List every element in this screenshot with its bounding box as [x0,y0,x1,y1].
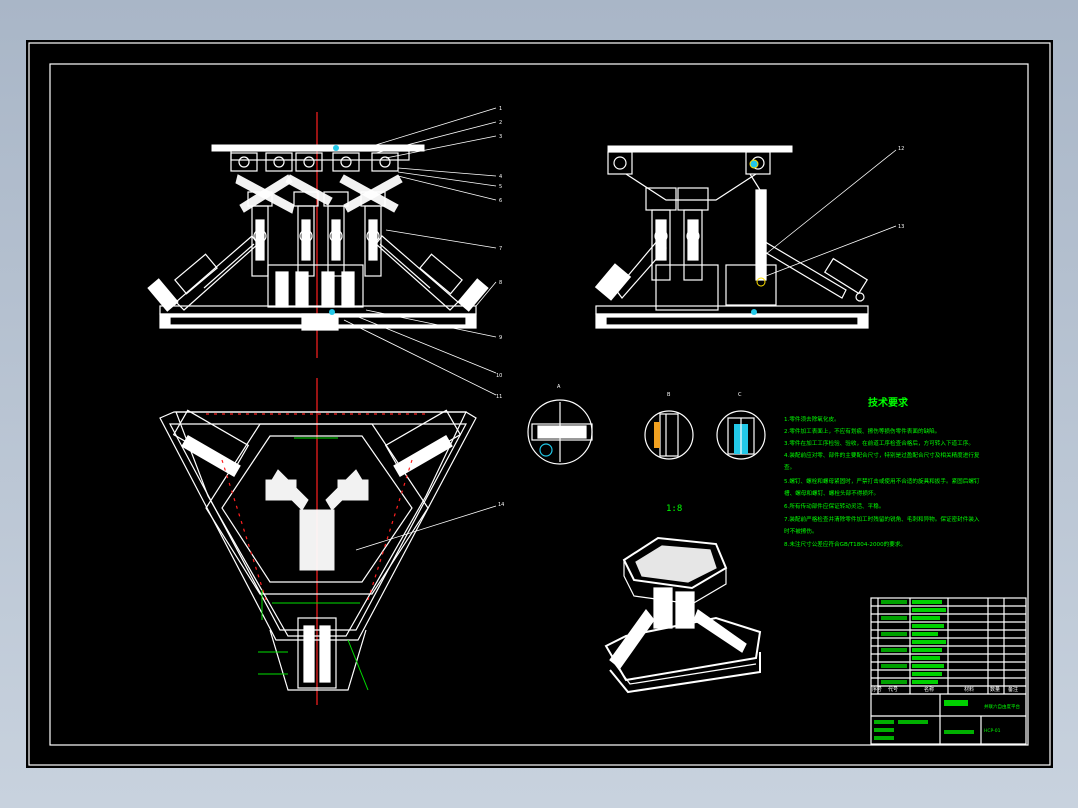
tb-header-name: 名称 [924,686,934,693]
tb-header-index: 序号 [872,686,882,693]
callout-3: 3 [499,134,502,140]
front-vertical-actuators [247,191,386,277]
isometric-view: 1:8 [604,504,762,694]
callout-13: 13 [898,224,904,230]
tech-req-line: 2.零件加工表面上，不应有划痕、擦伤等损伤零件表面的缺陷。 [784,427,940,435]
front-mark-1 [333,145,339,151]
front-leaders [343,107,497,396]
tb-header-code: 代号 [888,686,898,693]
detail-label-c: C [738,392,742,398]
detail-label-a: A [557,384,561,390]
front-lower-frame [159,264,477,331]
tech-req-line: 8.未注尺寸公差应符合GB/T1804-2000的要求。 [784,540,906,548]
tech-req-line: 4.装配前应对零、部件的主要配合尺寸，特别是过盈配合尺寸及相关精度进行复 [784,451,980,459]
front-cross-links [235,174,403,214]
callout-1: 1 [499,106,502,112]
tb-header-material: 材料 [964,686,974,693]
detail-views: A B C [527,384,766,465]
cad-viewport[interactable]: 1 2 3 4 5 6 7 8 9 10 11 [26,40,1053,768]
callout-11: 11 [496,394,502,400]
tech-req-line: 3.零件在加工工序检验、验收，在前道工序检查合格后，方可转入下道工序。 [784,439,974,447]
title-block: 序号 代号 名称 数量 材料 备注 并联六自由度平台 HCP-01 [870,597,1027,745]
callout-6: 6 [499,198,502,204]
tech-req-line: 1.零件须去除氧化皮。 [784,415,840,423]
callout-7: 7 [499,246,502,252]
sheet-outer-border [28,42,1051,766]
side-view: 12 13 [594,145,904,329]
tb-product-name: 并联六自由度平台 [984,703,1020,710]
callout-14: 14 [498,502,504,508]
callout-12: 12 [898,146,904,152]
tech-req-line: 查。 [784,463,795,471]
technical-requirements: 技术要求 1.零件须去除氧化皮。 2.零件加工表面上，不应有划痕、擦伤等损伤零件… [784,396,980,548]
front-mark-2 [329,309,335,315]
iso-scale-label: 1:8 [666,504,682,514]
title-block-signatures [874,700,974,740]
tech-req-line: 槽、螺母和螺钉、螺栓头部不得损坏。 [784,489,879,497]
sheet-inner-border [49,63,1029,746]
tech-req-line: 5.螺钉、螺栓和螺母紧固时，严禁打击或使用不合适的旋具和扳手。紧固后螺钉 [784,477,980,485]
front-view: 1 2 3 4 5 6 7 8 9 10 11 [147,106,502,400]
callout-2: 2 [499,120,502,126]
tech-req-line: 时不被擦伤。 [784,527,818,535]
tb-header-remark: 备注 [1008,686,1018,693]
callout-9: 9 [499,335,502,341]
callout-8: 8 [499,280,502,286]
title-block-headers: 序号 代号 名称 数量 材料 备注 [872,686,1018,693]
front-callout-numbers: 1 2 3 4 5 6 7 8 9 10 11 [496,106,502,400]
front-side-actuators [147,235,489,312]
tb-drawing-number: HCP-01 [984,728,1001,734]
callout-5: 5 [499,184,502,190]
tech-req-line: 7.装配前严格检查并清除零件加工时残留的锐角、毛刺和异物。保证密封件装入 [784,515,980,523]
detail-label-b: B [667,392,671,398]
front-upper-joints [230,152,399,172]
title-block-row-fill [881,600,946,684]
tech-req-line: 6.所有传动部件应保证转动灵活、平稳。 [784,502,884,510]
tb-header-qty: 数量 [990,686,1000,693]
top-view: 14 [159,378,504,705]
callout-4: 4 [499,174,502,180]
assembly-drawing: 1 2 3 4 5 6 7 8 9 10 11 [28,42,1051,766]
callout-10: 10 [496,373,502,379]
front-top-platform [211,144,425,152]
tech-req-title: 技术要求 [868,396,909,409]
front-upper-joint-block [230,150,410,161]
